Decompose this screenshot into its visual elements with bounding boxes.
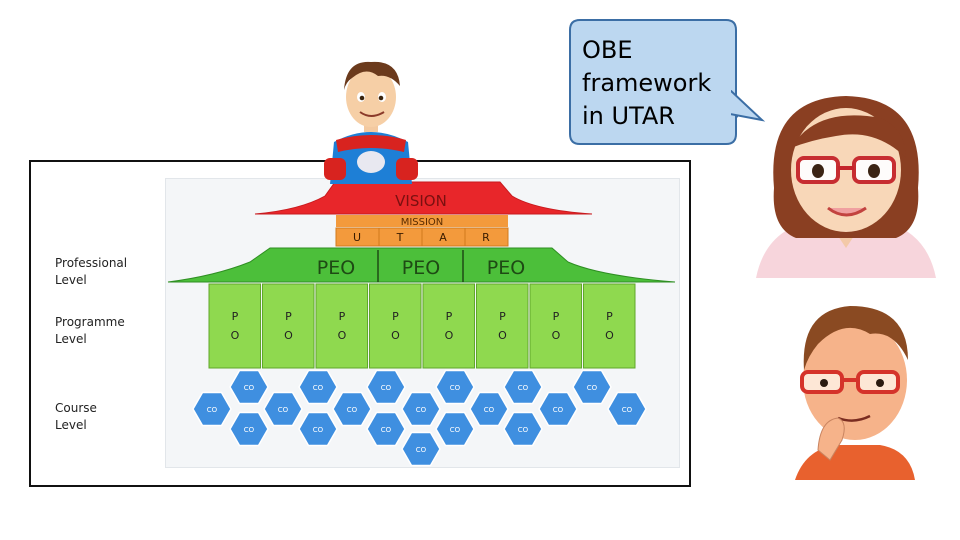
co-label: CO [313, 426, 324, 434]
peo-label: PEO [402, 257, 440, 279]
co-label: CO [278, 406, 289, 414]
co-label: CO [244, 426, 255, 434]
po-letter-o: O [552, 329, 561, 342]
speech-bubble [569, 19, 738, 145]
po-letter-p: P [339, 310, 346, 323]
po-letter-p: P [285, 310, 292, 323]
co-hexagon [298, 411, 338, 447]
po-pillar [529, 283, 582, 369]
co-hexagon [503, 411, 543, 447]
po-letter-o: O [498, 329, 507, 342]
po-pillar [583, 283, 636, 369]
po-pillar [315, 283, 368, 369]
co-label: CO [622, 406, 633, 414]
co-label: CO [518, 426, 529, 434]
man-glasses-thinking-icon [795, 306, 915, 480]
po-letter-p: P [446, 310, 453, 323]
po-letter-p: P [553, 310, 560, 323]
utar-box [464, 227, 509, 247]
po-letter-o: O [605, 329, 614, 342]
po-letter-o: O [231, 329, 240, 342]
mission-label: MISSION [401, 217, 444, 228]
co-label: CO [244, 384, 255, 392]
professional-level-label: Professional Level [55, 256, 128, 287]
co-label: CO [450, 384, 461, 392]
co-hexagon [538, 391, 578, 427]
co-label: CO [416, 406, 427, 414]
co-hexagon [401, 391, 441, 427]
peo-label: PEO [487, 257, 525, 279]
co-hexagon [366, 369, 406, 405]
co-hexagon [366, 411, 406, 447]
co-label: CO [587, 384, 598, 392]
po-pillar [476, 283, 529, 369]
utar-letter: A [439, 231, 447, 244]
co-label: CO [416, 446, 427, 454]
speech-bubble-text: OBE framework in UTAR [582, 36, 712, 130]
co-label: CO [518, 384, 529, 392]
po-letter-p: P [392, 310, 399, 323]
co-hexagon [435, 411, 475, 447]
po-pillar [369, 283, 422, 369]
superhero-icon [324, 61, 418, 184]
co-hexagon [469, 391, 509, 427]
peo-roof [167, 247, 676, 283]
po-letter-o: O [391, 329, 400, 342]
po-pillar [262, 283, 315, 369]
programme-level-label: Programme Level [55, 315, 125, 346]
utar-letter: R [482, 231, 490, 244]
woman-glasses-icon [756, 96, 936, 278]
co-hexagon [332, 391, 372, 427]
po-letter-p: P [606, 310, 613, 323]
po-letter-o: O [284, 329, 293, 342]
po-letter-o: O [445, 329, 454, 342]
vision-label: VISION [395, 192, 447, 210]
co-label: CO [553, 406, 564, 414]
co-hexagon [503, 369, 543, 405]
mission-bar [336, 215, 508, 227]
utar-letter: U [353, 231, 361, 244]
utar-letter: T [396, 231, 404, 244]
speech-bubble-tail [730, 90, 766, 122]
co-label: CO [381, 426, 392, 434]
co-hexagon [607, 391, 647, 427]
peo-label: PEO [317, 257, 355, 279]
co-hexagon [229, 411, 269, 447]
co-label: CO [381, 384, 392, 392]
co-hexagon [401, 431, 441, 467]
course-level-label: Course Level [55, 401, 97, 432]
vision-roof [254, 181, 593, 215]
co-hexagon [572, 369, 612, 405]
co-label: CO [207, 406, 218, 414]
co-label: CO [347, 406, 358, 414]
po-letter-p: P [232, 310, 239, 323]
co-hexagon [229, 369, 269, 405]
po-pillar [208, 283, 261, 369]
co-hexagon [435, 369, 475, 405]
co-hexagon [192, 391, 232, 427]
po-pillar [422, 283, 475, 369]
co-hexagon [263, 391, 303, 427]
co-label: CO [313, 384, 324, 392]
po-letter-p: P [499, 310, 506, 323]
co-label: CO [450, 426, 461, 434]
co-label: CO [484, 406, 495, 414]
co-hexagon [298, 369, 338, 405]
po-letter-o: O [338, 329, 347, 342]
